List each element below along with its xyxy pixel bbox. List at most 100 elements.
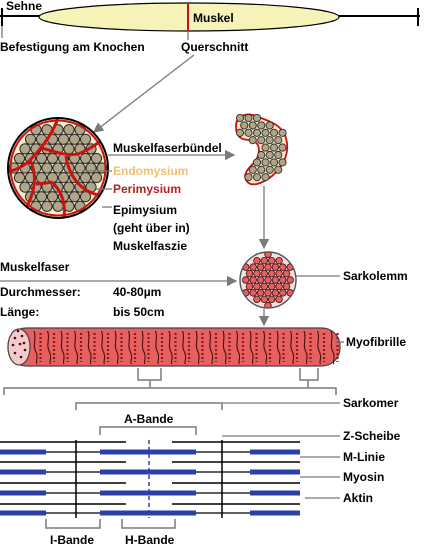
myofibrille-label: Myofibrille xyxy=(346,335,406,349)
fascicle-fiber-dot xyxy=(265,150,274,160)
fascicle-fiber-dot xyxy=(261,143,270,152)
muscle-fiber-dot xyxy=(13,152,26,165)
fascicle-fiber-dot xyxy=(257,150,266,160)
muscle-fiber-dot xyxy=(35,152,48,165)
i-bande-label: I-Bande xyxy=(50,533,94,546)
myofibril-striation xyxy=(33,330,38,365)
muscle-fiber-dot xyxy=(68,133,81,145)
myofibril-striation xyxy=(73,330,79,365)
muscle-fascicle xyxy=(235,113,289,186)
muscle-fiber-dot xyxy=(79,152,92,165)
myofibril-striation xyxy=(181,330,187,365)
fascicle-fiber-dot xyxy=(252,113,262,123)
myofibril-dot xyxy=(271,276,280,284)
myofibril-end-dot xyxy=(13,336,17,340)
myofibril-dot xyxy=(271,263,280,271)
a-bande-label: A-Bande xyxy=(124,412,174,426)
aktin-label: Aktin xyxy=(343,491,373,505)
fascicle-fiber-dot xyxy=(252,173,262,182)
muscle-fiber-cross-section xyxy=(239,251,297,309)
fascicle-fiber-dot xyxy=(261,128,270,137)
fascicle-fiber-dot xyxy=(269,143,279,152)
myofibril-dot xyxy=(279,289,287,297)
muscle-fiber-dot xyxy=(19,143,31,155)
myofibril-striation xyxy=(127,330,133,365)
epimysium-label: Epimysium xyxy=(113,203,177,217)
sehne-label: Sehne xyxy=(6,0,42,13)
myofibril-striation xyxy=(141,330,146,365)
fascicle-fiber-dot xyxy=(261,173,270,182)
muskel-label: Muskel xyxy=(193,11,234,25)
myofibril-dot xyxy=(256,289,265,297)
muscle-fiber-dot xyxy=(90,171,103,184)
myofibril-striation xyxy=(330,330,335,365)
myofibril-bundle xyxy=(7,327,341,367)
muscle-fiber-dot xyxy=(57,171,70,184)
muscle-fiber-dot xyxy=(41,162,53,174)
z-scheibe-label: Z-Scheibe xyxy=(343,429,401,443)
myofibril-striation xyxy=(195,330,200,365)
durchmesser-label: Durchmesser: xyxy=(0,285,81,299)
muscle-fiber-dot xyxy=(79,171,92,184)
myofibril-striation xyxy=(289,330,295,365)
durchmesser-value: 40-80µm xyxy=(113,285,161,299)
fascicle-fiber-dot xyxy=(257,136,266,145)
muscle-fiber-dot xyxy=(46,152,59,165)
myofibril-striation xyxy=(249,330,254,365)
myofibril-dot xyxy=(275,256,283,265)
myofibril-end-dot xyxy=(19,355,23,359)
fascicle-fiber-dot xyxy=(248,165,257,174)
fascicle-fiber-dot xyxy=(252,158,262,167)
muscle-fiber-dot xyxy=(63,124,75,136)
myofibril-striation xyxy=(276,330,281,365)
myofibril-end-dot xyxy=(13,351,17,355)
myofibril-striation xyxy=(316,330,322,365)
myofibril-dot xyxy=(268,269,276,278)
fascicle-fiber-dot xyxy=(265,136,274,145)
myofibril-dot xyxy=(271,289,280,297)
fascicle-fiber-dot xyxy=(269,128,279,137)
myofibril-dot xyxy=(249,289,257,297)
myofibril-striation xyxy=(303,330,308,365)
fascicle-fiber-dot xyxy=(235,113,245,123)
fascicle-fiber-dot xyxy=(244,173,253,182)
myofibril-end-dot xyxy=(23,348,27,352)
muscle-fiber-dot xyxy=(68,191,81,203)
myofibril-striation xyxy=(87,330,92,365)
myofibril-dot xyxy=(253,269,261,278)
muscle-fiber-dot xyxy=(19,181,31,193)
laenge-value: bis 50cm xyxy=(113,305,164,319)
myofibril-dot xyxy=(253,256,261,265)
muscle-fiber-dot xyxy=(52,200,64,212)
myofibril-end-dot xyxy=(11,343,15,347)
myofibril-striation xyxy=(154,330,160,365)
muscle-fiber-dot xyxy=(46,191,59,203)
fascicle-fiber-dot xyxy=(278,128,287,137)
myofibril-dot xyxy=(268,295,276,304)
myofibril-dot xyxy=(279,276,287,284)
myofibril-dot xyxy=(275,282,283,291)
myofibril-dot xyxy=(275,269,283,278)
endomysium-label: Endomysium xyxy=(113,164,188,178)
muscle-overview: Sehne Muskel Befestigung am Knochen Quer… xyxy=(0,0,420,133)
fascicle-fiber-dot xyxy=(261,158,270,167)
fascicle-fiber-dot xyxy=(248,121,257,130)
fascicle-fiber-dot xyxy=(274,165,283,174)
epimysium-label-2: (geht über in) xyxy=(113,221,190,235)
myofibril-dot xyxy=(260,295,268,304)
fascicle-fiber-dot xyxy=(257,121,266,130)
myofibril-dot xyxy=(256,263,265,271)
muscle-fiber-dot xyxy=(79,133,92,145)
perimysium-label: Perimysium xyxy=(113,182,181,196)
m-linie-label: M-Linie xyxy=(343,450,385,464)
fascicle-fiber-dot xyxy=(244,113,253,123)
myofibril-dot xyxy=(245,282,254,291)
myofibril-end-dot xyxy=(18,342,22,346)
sarkolemm-label: Sarkolemm xyxy=(343,269,408,283)
h-bande-label: H-Bande xyxy=(125,533,175,546)
fascicle-fiber-dot xyxy=(274,136,283,145)
fascicle-fiber-dot xyxy=(274,150,283,160)
muskelfaser-label: Muskelfaser xyxy=(0,260,70,274)
fascicle-fiber-dot xyxy=(235,128,245,137)
myofibril-dot xyxy=(264,263,272,271)
